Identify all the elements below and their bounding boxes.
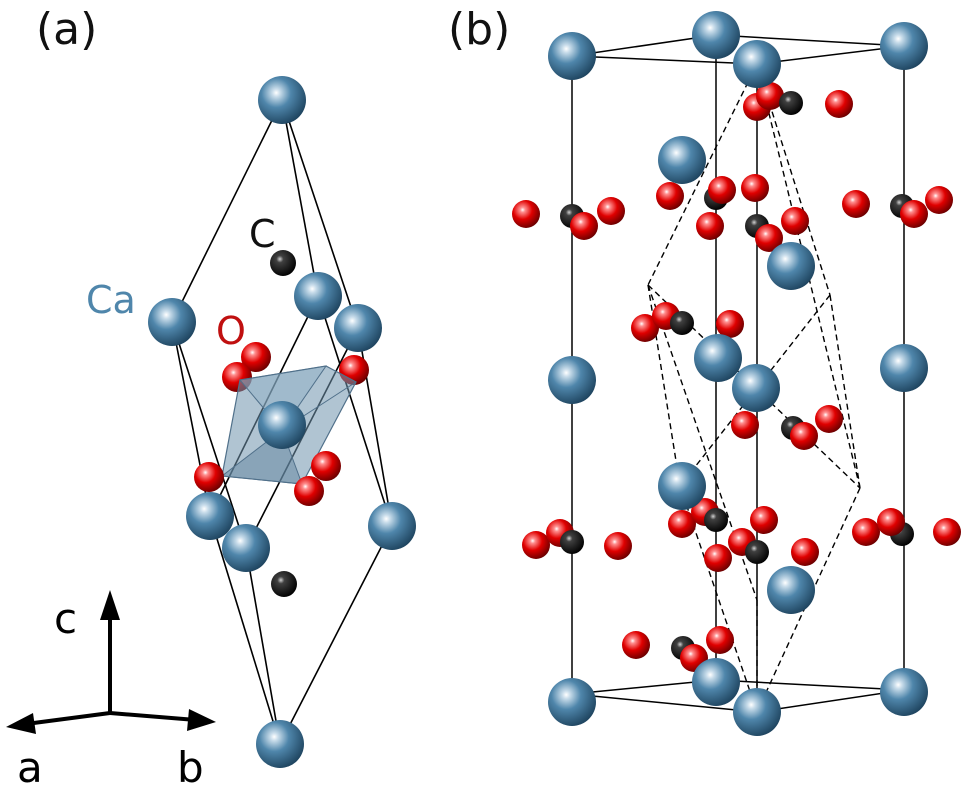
calcium-atom — [186, 492, 234, 540]
oxygen-atom — [570, 212, 598, 240]
calcium-atom — [548, 32, 596, 80]
oxygen-atom — [741, 174, 769, 202]
oxygen-atom — [522, 531, 550, 559]
carbonate-group — [631, 302, 744, 342]
oxygen-atom — [731, 411, 759, 439]
calcium-atom — [334, 304, 382, 352]
oxygen-atom — [656, 182, 684, 210]
carbonate-group — [668, 498, 778, 538]
axes-indicator: c a b — [6, 590, 216, 792]
carbonate-group — [656, 174, 769, 210]
oxygen-atom — [825, 90, 853, 118]
oxygen-atom — [716, 310, 744, 338]
carbonate-group — [512, 197, 625, 240]
carbonate-group — [842, 186, 953, 228]
carbonate-group — [731, 405, 843, 450]
oxygen-atom — [241, 342, 271, 372]
oxygen-atom — [622, 631, 650, 659]
carbon-atom — [779, 91, 803, 115]
oxygen-atom — [311, 451, 341, 481]
a-axis-arrowhead — [6, 713, 36, 734]
oxygen-atom — [708, 176, 736, 204]
b-axis-label: b — [177, 743, 204, 792]
panel-b-tag: (b) — [448, 4, 510, 55]
carbon-atom — [560, 530, 584, 554]
oxygen-atom — [597, 197, 625, 225]
carbon-atom — [704, 508, 728, 532]
calcium-atom — [880, 22, 928, 70]
calcium-atom — [880, 668, 928, 716]
oxygen-atom — [933, 518, 961, 546]
calcium-atom — [733, 688, 781, 736]
a-axis-label: a — [17, 743, 43, 792]
calcium-atom — [658, 136, 706, 184]
oxygen-atom — [925, 186, 953, 214]
c-axis-arrowhead — [100, 590, 120, 620]
b-axis-arrowhead — [187, 709, 216, 731]
carbonate-group — [743, 82, 853, 121]
calcium-atom — [548, 678, 596, 726]
oxygen-atom — [900, 200, 928, 228]
oxygen-atom — [750, 506, 778, 534]
oxygen-atom — [668, 510, 696, 538]
oxygen-atom — [696, 212, 724, 240]
oxygen-atom — [815, 405, 843, 433]
calcium-atom — [733, 40, 781, 88]
calcium-atom — [767, 242, 815, 290]
carbonate-group — [852, 508, 961, 546]
oxygen-atom — [294, 476, 324, 506]
calcium-atom — [692, 11, 740, 59]
calcium-atom — [692, 658, 740, 706]
calcium-atom — [368, 502, 416, 550]
oxygen-atom — [842, 190, 870, 218]
oxygen-atom — [512, 200, 540, 228]
carbonate-group — [522, 519, 632, 560]
carbon-atom — [745, 540, 769, 564]
c-axis-label: c — [54, 594, 77, 643]
oxygen-atom — [194, 462, 224, 492]
oxygen-label: O — [216, 309, 246, 353]
oxygen-atom — [790, 422, 818, 450]
calcium-atom — [658, 462, 706, 510]
carbonate-group — [704, 528, 819, 572]
oxygen-atom — [877, 508, 905, 536]
carbonate-group — [696, 207, 809, 252]
calcium-atom — [880, 344, 928, 392]
calcium-atom — [294, 272, 342, 320]
carbon-atom — [670, 311, 694, 335]
carbon-atom — [271, 571, 297, 597]
calcium-atom — [222, 524, 270, 572]
calcium-atom — [256, 720, 304, 768]
calcium-atom — [148, 298, 196, 346]
oxygen-atom — [781, 207, 809, 235]
calcium-label: Ca — [86, 278, 136, 322]
panel-a-tag: (a) — [36, 4, 97, 55]
calcium-atom-center — [258, 401, 306, 449]
oxygen-atom — [791, 538, 819, 566]
oxygen-atom — [756, 82, 784, 110]
calcium-atom — [732, 364, 780, 412]
calcium-atom — [548, 356, 596, 404]
oxygen-atom — [604, 532, 632, 560]
calcium-atom — [258, 76, 306, 124]
carbon-label: C — [249, 212, 276, 256]
calcium-atom — [767, 566, 815, 614]
calcium-atom — [694, 334, 742, 382]
oxygen-atom — [706, 626, 734, 654]
oxygen-atom — [631, 314, 659, 342]
panel-a: (a) — [6, 4, 416, 792]
oxygen-atom — [852, 518, 880, 546]
oxygen-atom — [755, 224, 783, 252]
oxygen-atom — [704, 544, 732, 572]
carbon-atom — [270, 250, 296, 276]
panel-b: (b) — [448, 4, 961, 736]
